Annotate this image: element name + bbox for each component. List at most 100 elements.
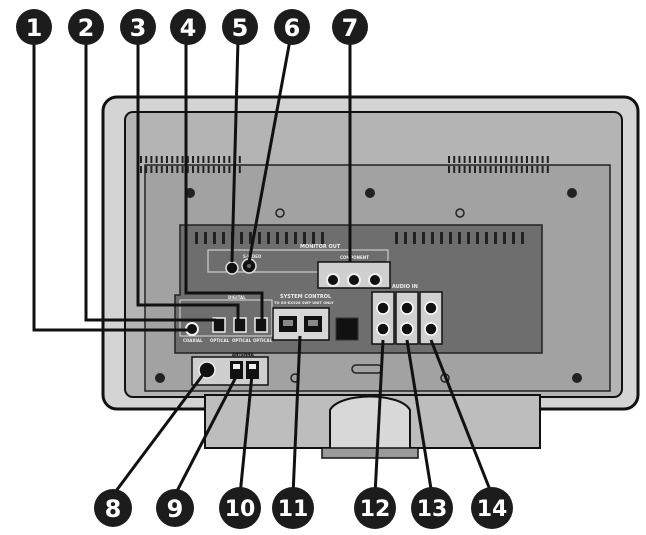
stand-foot	[321, 447, 419, 459]
vent-grille-right	[448, 156, 549, 173]
vent-slot	[186, 166, 189, 173]
vent-slot	[213, 232, 216, 244]
vent-slot	[218, 156, 220, 163]
callout-5: 5	[222, 9, 258, 45]
vent-slot	[479, 156, 482, 163]
vent-slot	[223, 166, 226, 173]
vent-slot	[186, 156, 189, 163]
optical-label-2: OPTICAL	[232, 338, 252, 343]
vent-slot	[202, 156, 205, 163]
video-jack	[225, 261, 239, 275]
vent-slot	[195, 232, 198, 244]
leader-line-13	[405, 339, 434, 496]
vent-slot	[494, 232, 497, 244]
leader-lines	[32, 39, 494, 496]
vent-slot	[150, 156, 153, 163]
digital-label: DIGITAL	[228, 295, 246, 300]
s-video-jack	[241, 258, 257, 274]
vent-slot	[181, 166, 184, 173]
callout-14: 14	[471, 487, 513, 529]
coaxial-label: COAXIAL	[183, 338, 203, 343]
leader-line-6	[247, 39, 292, 263]
vent-slot	[467, 232, 470, 244]
vent-slot	[181, 156, 184, 163]
vent-slot	[321, 232, 324, 244]
vent-slot	[453, 156, 456, 163]
vent-slot	[267, 232, 270, 244]
vent-slot	[228, 156, 231, 163]
monitor-out-label: MONITOR OUT	[300, 244, 341, 250]
optical-jack-3	[254, 317, 268, 333]
callout-3: 3	[120, 9, 156, 45]
vent-slot	[202, 166, 205, 173]
callout-13: 13	[411, 487, 453, 529]
svg-text:4: 4	[180, 14, 197, 42]
vent-slot	[510, 166, 513, 173]
vent-slot	[526, 156, 528, 163]
vent-slot	[531, 166, 534, 173]
system-control-label: SYSTEM CONTROL	[280, 294, 332, 300]
vent-slot	[531, 156, 534, 163]
vent-slot	[489, 156, 492, 163]
service-port	[335, 317, 359, 341]
terminal-vent-slots	[195, 232, 524, 244]
vent-slot	[171, 166, 174, 173]
vent-slot	[489, 166, 492, 173]
vent-slot	[453, 166, 456, 173]
vent-slot	[463, 156, 466, 163]
callout-10: 10	[219, 487, 261, 529]
optical-jack-2	[233, 317, 247, 333]
vent-slot	[431, 232, 434, 244]
screw-top-center	[365, 188, 375, 198]
svg-text:12: 12	[360, 497, 391, 522]
callout-badges: 1 2 3 4 5 6 7 8 9 10 11 12 13 14	[16, 9, 513, 529]
connectors: MONITOR OUT S-VIDEO COMPONENT DIGITAL CO…	[179, 244, 443, 386]
callout-1: 1	[16, 9, 52, 45]
vent-slot	[303, 232, 306, 244]
vent-slot	[171, 156, 174, 163]
leader-line-2	[84, 40, 216, 322]
vent-slot	[536, 166, 539, 173]
component-jack-pb	[347, 273, 361, 287]
small-screw-2	[455, 208, 465, 218]
vent-slot	[448, 166, 450, 173]
svg-text:7: 7	[342, 14, 359, 42]
small-screw-1	[275, 208, 285, 218]
vent-slot	[463, 166, 466, 173]
vent-slot	[166, 156, 168, 163]
vent-slot	[155, 166, 158, 173]
vent-slot	[197, 166, 200, 173]
callout-7: 7	[332, 9, 368, 45]
vent-slot	[238, 156, 241, 163]
leader-line-3	[136, 40, 240, 320]
vent-slot	[249, 232, 252, 244]
vent-slot	[449, 232, 452, 244]
vent-slot	[145, 166, 148, 173]
leader-line-12	[373, 339, 385, 496]
vent-slot	[500, 156, 502, 163]
screw-bottom-right	[572, 373, 582, 383]
vent-slot	[479, 166, 482, 173]
vent-slot	[150, 166, 153, 173]
vent-slot	[448, 156, 450, 163]
vent-slot	[546, 156, 549, 163]
svg-text:6: 6	[284, 14, 301, 42]
vent-slot	[166, 166, 168, 173]
vent-slot	[276, 232, 279, 244]
svg-text:2: 2	[78, 14, 95, 42]
vent-slot	[526, 166, 528, 173]
vent-slot	[474, 166, 476, 173]
vent-slot	[520, 166, 523, 173]
svg-text:9: 9	[167, 495, 184, 523]
antenna-label: ANTENNA	[232, 352, 255, 357]
vent-slot	[238, 166, 241, 173]
vent-slot	[458, 232, 461, 244]
vent-slot	[474, 156, 476, 163]
vent-slot	[476, 232, 479, 244]
screw-bottom-left	[155, 373, 165, 383]
vent-slot	[140, 156, 142, 163]
leader-line-8	[111, 371, 207, 496]
vent-slot	[212, 156, 215, 163]
vent-slot	[212, 166, 215, 173]
svg-text:5: 5	[232, 14, 249, 42]
